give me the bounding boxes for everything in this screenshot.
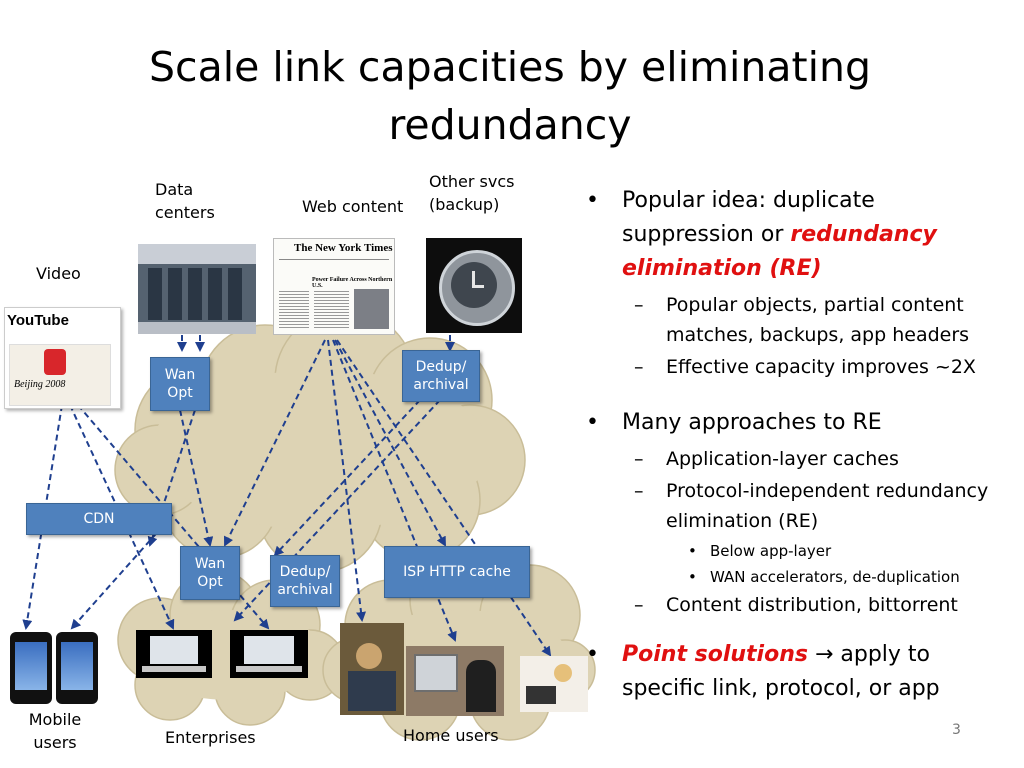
isp-http-cache-box: ISP HTTP cache [384,546,530,598]
home-user-photo [520,656,588,712]
sub-sub-bullet: WAN accelerators, de-duplication [582,564,1012,590]
dedup-archival-box: Dedup/ archival [402,350,480,402]
page-number: 3 [952,722,961,738]
cdn-box: CDN [26,503,172,535]
slide-title: Scale link capacities by eliminating red… [149,43,871,149]
laptop-icon [136,630,212,678]
sub-bullet: Content distribution, bittorrent [582,590,1012,620]
enterprises-label: Enterprises [165,728,256,747]
data-center-photo [138,244,256,334]
sub-bullet: Popular objects, partial content matches… [582,290,1012,350]
time-machine-icon [426,238,522,333]
bullet-list: Popular idea: duplicate suppression or r… [582,184,1012,710]
other-svcs-label: Other svcs (backup) [429,172,515,214]
phone-icon [56,632,98,704]
bullet-point-solutions: Point solutions → apply to specific link… [582,638,1012,706]
right-arrow-icon: → [814,642,834,667]
bullet-text: Popular idea: duplicate suppression or [622,188,875,247]
phone-icon [10,632,52,704]
laptop-icon [230,630,308,678]
youtube-logo: YouTube [7,312,69,329]
mobile-users-label: Mobile users [28,710,82,752]
wan-opt-box: Wan Opt [150,357,210,411]
home-user-photo [340,623,404,715]
nyt-page-thumbnail: The New York Times Power Failure Across … [273,238,395,335]
beijing-logo: Beijing 2008 [9,344,111,406]
home-users-label: Home users [403,726,499,745]
video-label: Video [36,264,81,283]
dedup-archival-box: Dedup/ archival [270,555,340,607]
video-thumbnail: YouTube Beijing 2008 [4,307,121,409]
bullet-many-approaches: Many approaches to RE [582,406,1012,440]
web-content-label: Web content [302,197,404,216]
bullet-text: apply to specific link, protocol, or app [622,642,940,701]
core-cloud [114,309,526,573]
data-centers-label: Data centers [155,180,215,222]
sub-bullet: Effective capacity improves ~2X [582,352,1012,382]
wan-opt-box: Wan Opt [180,546,240,600]
sub-bullet: Application-layer caches [582,444,1012,474]
re-highlight: redundancy elimination (RE) [622,222,937,281]
sub-sub-bullet: Below app-layer [582,538,1012,564]
point-solutions-highlight: Point solutions [622,642,808,667]
bullet-popular-idea: Popular idea: duplicate suppression or r… [582,184,1012,286]
home-user-photo [406,646,504,716]
sub-bullet: Protocol-independent redundancy eliminat… [582,476,1012,536]
